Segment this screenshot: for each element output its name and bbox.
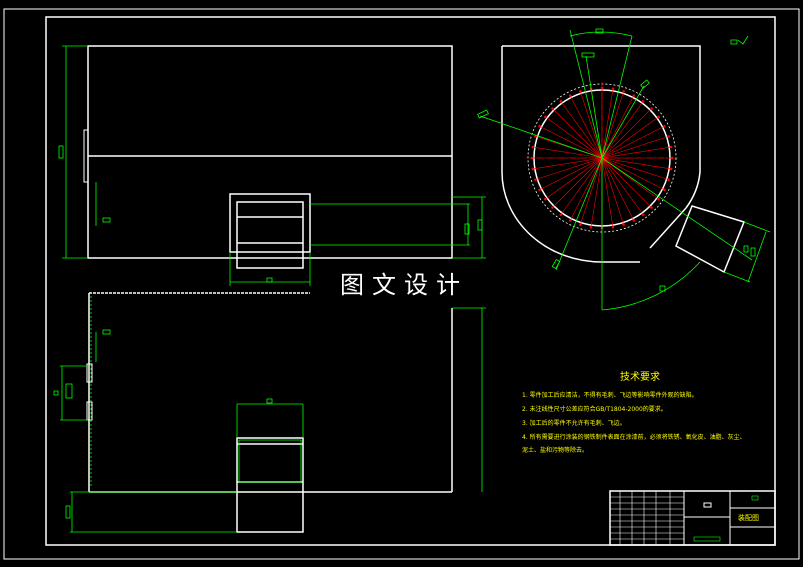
fan-housing-view xyxy=(501,45,745,274)
blade-centerline xyxy=(601,91,624,159)
technical-note-3: 3. 加工后的零件不允许有毛刺、飞边。 xyxy=(522,420,626,427)
blade-tip-mark xyxy=(667,135,670,138)
blade-tip-mark xyxy=(579,90,582,93)
blade-centerline xyxy=(601,108,652,159)
blade-tip-mark xyxy=(589,225,593,229)
blade-centerline xyxy=(539,125,603,159)
blade-tip-mark xyxy=(534,178,537,181)
technical-note-5: 泥土、盐和污物等除去。 xyxy=(522,447,589,454)
blade-centerline xyxy=(601,157,644,215)
blade-tip-mark xyxy=(559,213,563,216)
blade-centerline xyxy=(560,101,603,159)
blade-tip-mark xyxy=(657,197,660,201)
blade-centerline xyxy=(545,116,603,159)
top-view xyxy=(83,45,453,269)
blade-tip-mark xyxy=(611,225,615,229)
blade-centerline xyxy=(601,157,669,180)
blade-tip-mark xyxy=(579,223,582,226)
blade-tip-mark xyxy=(622,223,625,226)
blade-centerline xyxy=(601,157,624,225)
side-view-dimensions xyxy=(53,296,486,533)
blade-tip-mark xyxy=(667,178,670,181)
side-view xyxy=(86,292,453,533)
blade-centerline xyxy=(590,157,603,228)
blade-centerline xyxy=(601,146,672,159)
blade-centerline xyxy=(601,157,652,208)
blade-tip-mark xyxy=(641,213,645,216)
top-view-dimensions xyxy=(58,45,486,286)
blade-centerline xyxy=(532,146,603,159)
blade-centerline xyxy=(535,157,603,180)
inner-border xyxy=(45,16,776,546)
blade-tip-mark xyxy=(663,188,666,192)
blade-tip-mark xyxy=(650,206,653,209)
blade-centerline xyxy=(601,116,659,159)
blade-tip-mark xyxy=(632,94,636,97)
blade-tip-mark xyxy=(551,206,554,209)
blade-tip-mark xyxy=(531,145,535,149)
blade-centerline xyxy=(539,157,603,191)
blade-centerline xyxy=(601,95,635,159)
blade-centerline xyxy=(601,136,669,159)
technical-note-4: 4. 所有需要进行涂装的钢铁制件表面在涂漆前，必须将铁锈、氧化皮、油脂、灰尘、 xyxy=(522,434,746,441)
title-block-cells xyxy=(693,495,759,542)
outer-border xyxy=(3,8,800,560)
technical-note-2: 2. 未注线性尺寸公差应符合GB/T1804-2000的要求。 xyxy=(522,406,667,413)
blade-centerline xyxy=(545,157,603,200)
blade-centerline xyxy=(601,125,665,159)
watermark-label: 图文设计 xyxy=(318,266,490,304)
blade-tip-mark xyxy=(632,219,636,222)
blade-tip-mark xyxy=(538,188,541,192)
blade-tip-mark xyxy=(650,107,653,110)
title-block-grid xyxy=(610,491,684,545)
blade-centerline xyxy=(552,157,603,208)
blade-tip-mark xyxy=(622,90,625,93)
blade-tip-mark xyxy=(531,167,535,171)
blade-centerline xyxy=(532,157,603,170)
blade-centerline xyxy=(601,101,644,159)
blade-tip-mark xyxy=(551,107,554,110)
blade-centerline xyxy=(569,95,603,159)
technical-note-1: 1. 零件加工后应清洁，不得有毛刺、飞边等影响零件外观的缺陷。 xyxy=(522,392,698,399)
blade-centerline xyxy=(552,108,603,159)
blade-tip-mark xyxy=(544,197,547,201)
blade-tip-mark xyxy=(641,100,645,103)
blade-tip-mark xyxy=(568,219,572,222)
blade-tip-mark xyxy=(544,115,547,119)
blade-centerline xyxy=(580,157,603,225)
blade-tip-mark xyxy=(669,145,673,149)
blade-tip-mark xyxy=(611,87,615,91)
blade-centerline xyxy=(569,157,603,221)
blade-tip-mark xyxy=(568,94,572,97)
fan-dimensions xyxy=(477,28,771,311)
blade-centerline xyxy=(560,157,603,215)
blade-tip-mark xyxy=(663,124,666,128)
blade-tip-mark xyxy=(559,100,563,103)
technical-notes-title: 技术要求 xyxy=(620,372,660,383)
drawing-name: 装配图 xyxy=(738,514,759,522)
blade-tip-mark xyxy=(669,167,673,171)
fan-centerlines xyxy=(526,82,678,234)
blade-centerline xyxy=(601,157,614,228)
title-block xyxy=(609,490,776,546)
blade-centerline xyxy=(601,157,672,170)
blade-centerline xyxy=(601,157,665,191)
blade-centerline xyxy=(601,88,614,159)
blade-tip-mark xyxy=(657,115,660,119)
blade-centerline xyxy=(601,157,635,221)
blade-tip-mark xyxy=(538,124,541,128)
blade-centerline xyxy=(580,91,603,159)
